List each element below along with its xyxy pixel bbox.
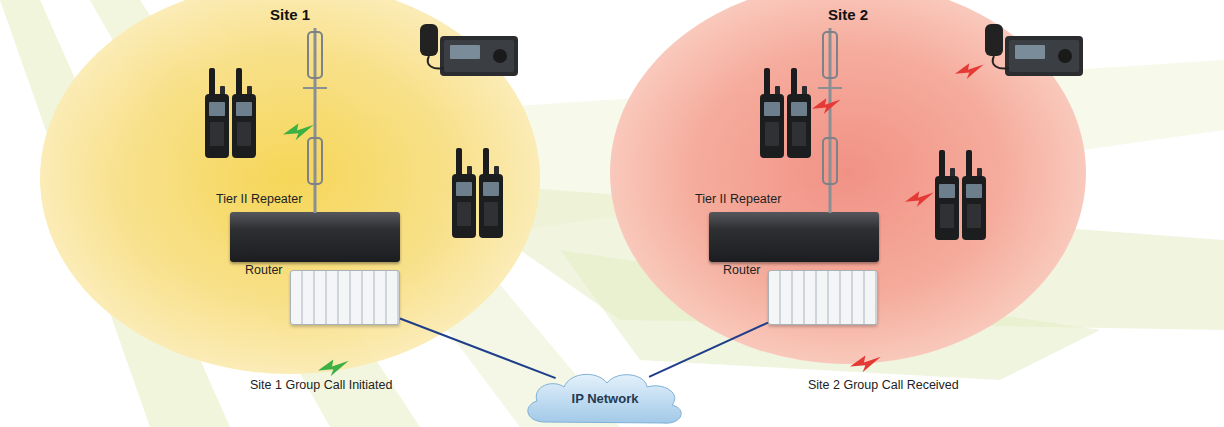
handheld-radio xyxy=(787,68,811,158)
legend-item: Site 2 Group Call Received xyxy=(808,378,959,392)
node-label: IP Network xyxy=(520,391,690,406)
legend-text: Site 1 Group Call Initiated xyxy=(250,378,392,392)
handheld-radio xyxy=(205,68,229,158)
site-ellipse xyxy=(40,0,540,374)
site-area: Site 2Tier II RepeaterRouter xyxy=(610,0,1086,364)
router-box: Router xyxy=(768,270,878,325)
handheld-radio xyxy=(760,68,784,158)
legend-item: Site 1 Group Call Initiated xyxy=(250,378,392,392)
legend-bolt xyxy=(318,359,349,376)
antenna-mast xyxy=(303,28,327,213)
node-label: Router xyxy=(723,263,761,277)
site-ellipse xyxy=(610,0,1086,364)
node-label: Tier II Repeater xyxy=(695,192,781,206)
network-cloud: IP Network xyxy=(520,368,690,426)
network-link xyxy=(649,323,768,377)
repeater-box: Tier II Repeater xyxy=(230,212,400,262)
mobile-radio xyxy=(985,24,1083,76)
handheld-radio xyxy=(232,68,256,158)
signal-bolt xyxy=(905,191,934,207)
signal-bolt xyxy=(283,123,314,140)
node-label: Site 1 xyxy=(40,6,540,23)
handheld-radio xyxy=(479,148,503,238)
network-link xyxy=(400,319,556,379)
node-label: Router xyxy=(245,263,283,277)
handheld-radio xyxy=(452,148,476,238)
repeater-box: Tier II Repeater xyxy=(709,212,879,262)
site-area: Site 1Tier II RepeaterRouter xyxy=(40,0,540,374)
router-box: Router xyxy=(290,270,400,325)
signal-bolt xyxy=(955,63,984,79)
legend-bolt xyxy=(850,355,881,372)
handheld-radio xyxy=(935,150,959,240)
mobile-radio xyxy=(420,24,518,76)
signal-bolt xyxy=(812,98,841,114)
antenna-mast xyxy=(818,28,842,213)
node-label: Site 2 xyxy=(610,6,1086,23)
legend-text: Site 2 Group Call Received xyxy=(808,378,959,392)
node-label: Tier II Repeater xyxy=(216,192,302,206)
handheld-radio xyxy=(962,150,986,240)
